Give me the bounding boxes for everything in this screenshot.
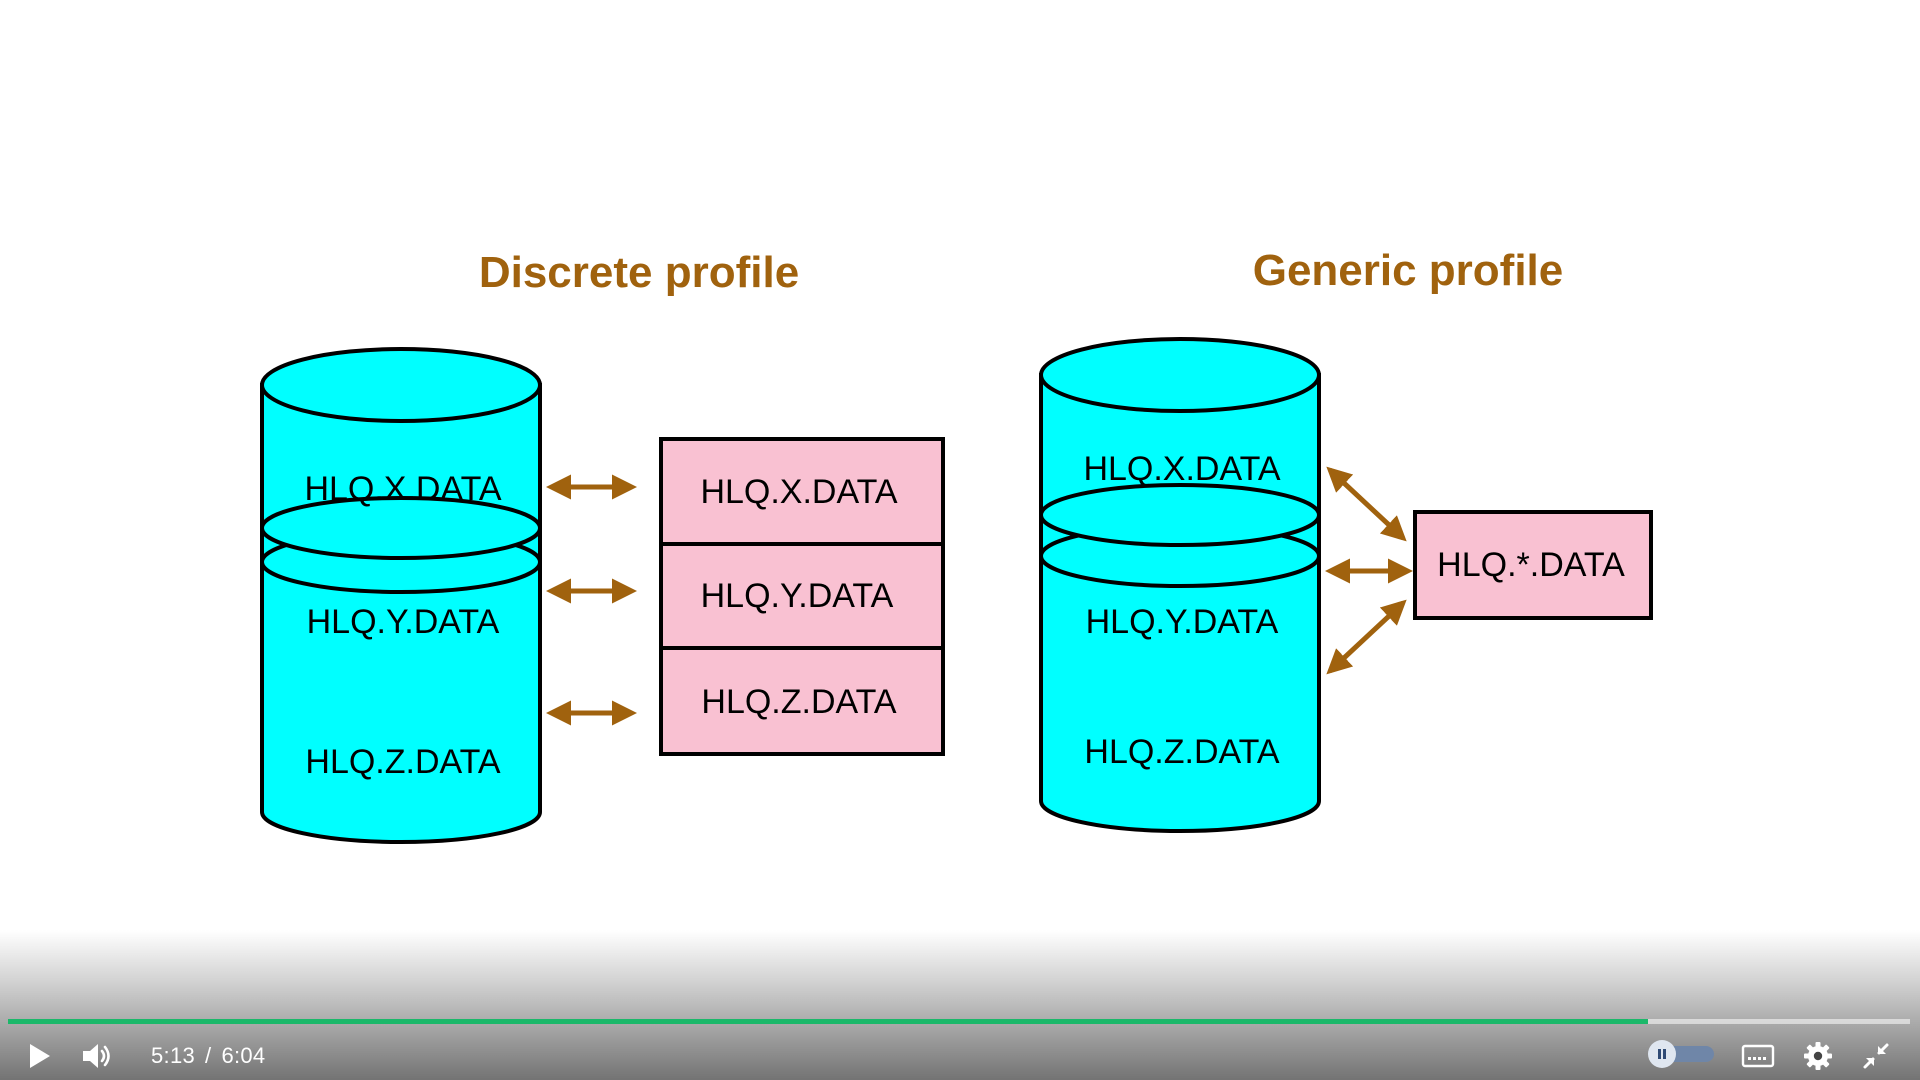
captions-icon xyxy=(1741,1044,1775,1068)
volume-button[interactable] xyxy=(76,1036,120,1076)
play-icon xyxy=(30,1044,50,1068)
discrete-profile-title: Discrete profile xyxy=(479,248,799,297)
discrete-dataset-x: HLQ.X.DATA xyxy=(304,470,501,508)
generic-dataset-cylinder xyxy=(1038,337,1322,833)
generic-dataset-x: HLQ.X.DATA xyxy=(1083,450,1280,488)
current-time: 5:13 xyxy=(151,1043,196,1068)
discrete-dataset-z: HLQ.Z.DATA xyxy=(305,743,501,781)
controls-overlay xyxy=(0,930,1920,1080)
discrete-dataset-y: HLQ.Y.DATA xyxy=(307,603,500,641)
time-separator: / xyxy=(205,1043,212,1068)
generic-profile: HLQ.*.DATA xyxy=(1437,546,1625,584)
discrete-profile-box-z xyxy=(659,646,945,756)
exit-fullscreen-icon xyxy=(1863,1043,1889,1069)
toggle-knob xyxy=(1648,1040,1676,1068)
duration: 6:04 xyxy=(221,1043,266,1068)
discrete-profile-x: HLQ.X.DATA xyxy=(700,473,897,511)
pause-toggle[interactable] xyxy=(1646,1039,1716,1069)
discrete-dataset-cylinder xyxy=(259,347,543,844)
generic-dataset-z: HLQ.Z.DATA xyxy=(1084,733,1280,771)
volume-icon xyxy=(83,1044,110,1068)
progress-bar-fill xyxy=(8,1019,1648,1024)
discrete-profile-z: HLQ.Z.DATA xyxy=(701,683,897,721)
generic-arrow-x xyxy=(1326,466,1407,542)
generic-dataset-y: HLQ.Y.DATA xyxy=(1086,603,1279,641)
play-button[interactable] xyxy=(17,1036,61,1076)
exit-fullscreen-button[interactable] xyxy=(1854,1036,1898,1076)
settings-button[interactable] xyxy=(1796,1036,1840,1076)
discrete-profile-box-y xyxy=(659,542,945,650)
progress-bar[interactable] xyxy=(8,1019,1910,1024)
discrete-profile-y: HLQ.Y.DATA xyxy=(701,577,894,615)
captions-button[interactable] xyxy=(1736,1036,1780,1076)
player-controls: 5:13 / 6:04 xyxy=(0,1010,1920,1080)
generic-profile-box xyxy=(1413,510,1653,620)
pause-toggle-icon xyxy=(1658,1049,1666,1059)
time-display: 5:13 / 6:04 xyxy=(151,1043,265,1069)
generic-profile-title: Generic profile xyxy=(1253,246,1564,295)
generic-arrow-z xyxy=(1326,599,1407,675)
gear-icon xyxy=(1804,1042,1832,1070)
